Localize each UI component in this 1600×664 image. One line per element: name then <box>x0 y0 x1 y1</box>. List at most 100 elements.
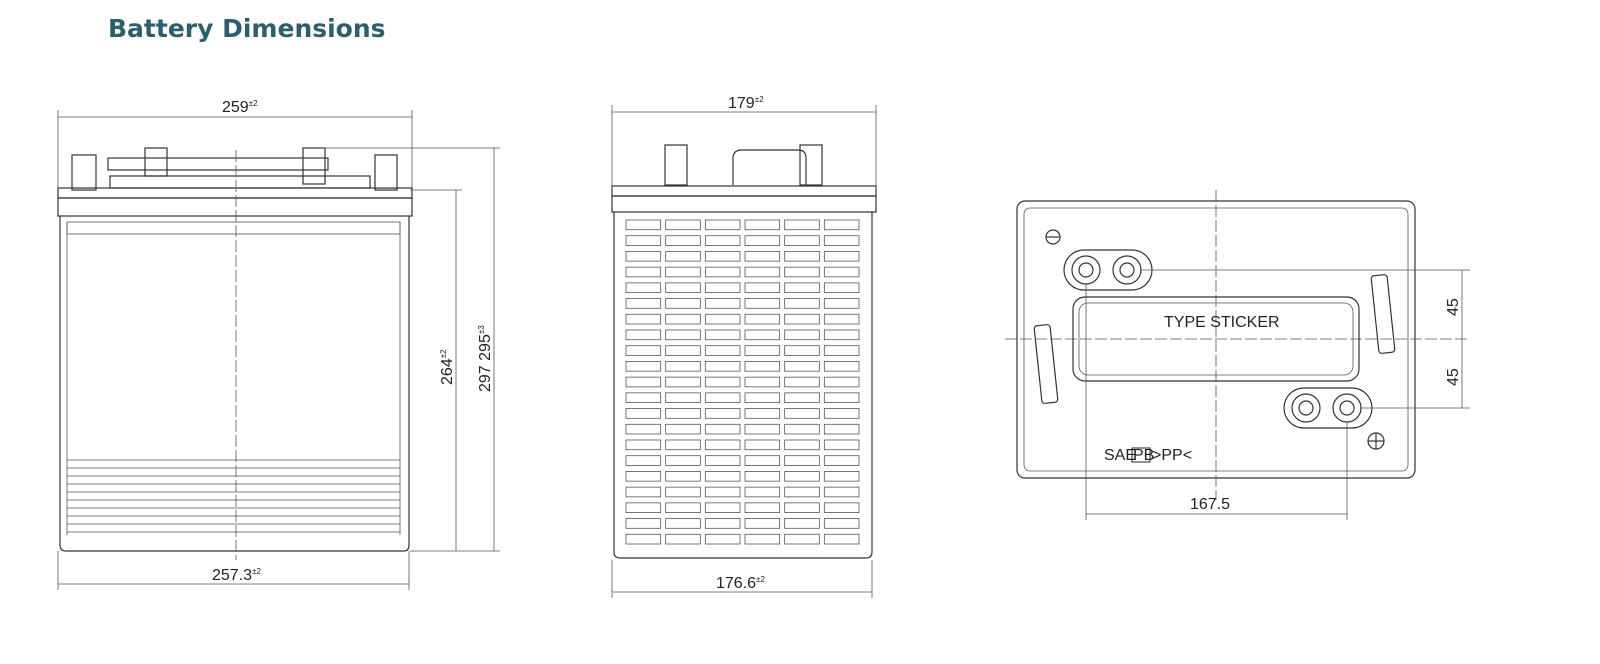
terminal-spacing: 167.5 <box>1190 496 1230 513</box>
side-rib-cell <box>704 423 741 435</box>
side-rib-cell <box>784 219 820 231</box>
side-rib-cell <box>823 235 860 246</box>
side-rib-cell <box>744 298 781 309</box>
side-rib-cell <box>823 313 860 325</box>
side-rib-cell <box>744 361 781 372</box>
side-rib-cell <box>665 266 701 278</box>
side-rib-cell <box>784 423 820 435</box>
side-rib-cell <box>665 408 701 419</box>
side-rib-cell <box>823 251 860 262</box>
side-rib-cell <box>823 266 860 278</box>
side-rib-cell <box>744 408 781 419</box>
side-rib-cell <box>625 439 662 451</box>
offset-lower: 45 <box>1445 368 1462 386</box>
side-rib-cell <box>744 329 781 341</box>
side-rib-cell <box>665 376 701 388</box>
side-rib-cell <box>704 408 741 419</box>
side-rib-cell <box>823 361 860 372</box>
side-rib-cell <box>784 313 820 325</box>
top-view: TYPE STICKER 45 45 167.5 SAE PB >PP< <box>1005 190 1470 520</box>
side-rib-cell <box>704 345 741 356</box>
side-rib-cell <box>744 486 781 498</box>
side-rib-cell <box>823 471 860 482</box>
marking-pb: PB <box>1133 447 1154 464</box>
side-rib-cell <box>704 361 741 372</box>
side-rib-cell <box>744 266 781 278</box>
side-rib-cell <box>665 298 701 309</box>
side-rib-cell <box>784 408 820 419</box>
side-rib-cell <box>744 423 781 435</box>
side-rib-cell <box>625 502 662 513</box>
side-rib-cell <box>784 502 820 513</box>
side-rib-cell <box>704 533 741 545</box>
page-title: Battery Dimensions <box>108 14 386 43</box>
side-rib-cell <box>665 486 701 498</box>
side-top-width: 179±2 <box>728 95 764 112</box>
side-rib-cell <box>704 266 741 278</box>
side-rib-cell <box>704 298 741 309</box>
side-rib-cell <box>625 251 662 262</box>
side-rib-cell <box>784 361 820 372</box>
side-bottom-width: 176.6±2 <box>716 575 765 592</box>
side-rib-cell <box>744 345 781 356</box>
side-rib-cell <box>665 502 701 513</box>
side-rib-cell <box>704 219 741 231</box>
side-rib-cell <box>704 502 741 513</box>
side-rib-cell <box>704 455 741 466</box>
side-rib-cell <box>704 282 741 293</box>
side-rib-cell <box>625 392 662 403</box>
side-rib-cell <box>744 392 781 403</box>
side-rib-cell <box>823 408 860 419</box>
side-rib-cell <box>784 486 820 498</box>
side-rib-cell <box>823 518 860 529</box>
side-rib-cell <box>784 455 820 466</box>
side-rib-cell <box>665 439 701 451</box>
side-rib-cell <box>704 471 741 482</box>
side-rib-cell <box>625 361 662 372</box>
side-rib-cell <box>625 329 662 341</box>
side-rib-cell <box>744 439 781 451</box>
side-rib-cell <box>665 251 701 262</box>
front-height-total: 297 295±3 <box>477 325 494 392</box>
side-rib-cell <box>704 313 741 325</box>
side-rib-cell <box>704 439 741 451</box>
side-rib-cell <box>744 313 781 325</box>
side-rib-cell <box>784 251 820 262</box>
side-rib-cell <box>625 376 662 388</box>
side-rib-cell <box>704 251 741 262</box>
side-rib-cell <box>625 471 662 482</box>
side-rib-cell <box>704 376 741 388</box>
side-rib-cell <box>744 455 781 466</box>
side-rib-cell <box>665 282 701 293</box>
side-rib-cell <box>823 282 860 293</box>
side-rib-cell <box>625 313 662 325</box>
side-rib-cell <box>744 219 781 231</box>
front-height-body: 264±2 <box>439 349 456 385</box>
side-rib-cell <box>744 376 781 388</box>
side-rib-cell <box>784 392 820 403</box>
side-rib-cell <box>823 439 860 451</box>
side-rib-cell <box>625 455 662 466</box>
side-rib-cell <box>823 392 860 403</box>
side-rib-cell <box>744 518 781 529</box>
side-rib-cell <box>784 518 820 529</box>
side-rib-cell <box>823 455 860 466</box>
side-rib-cell <box>625 345 662 356</box>
side-rib-cell <box>665 313 701 325</box>
marking-sae: SAE <box>1104 447 1136 464</box>
side-rib-cell <box>665 361 701 372</box>
side-rib-cell <box>784 345 820 356</box>
side-rib-cell <box>704 518 741 529</box>
side-rib-cell <box>704 329 741 341</box>
side-rib-cell <box>744 282 781 293</box>
side-rib-cell <box>784 266 820 278</box>
side-rib-cell <box>625 533 662 545</box>
side-rib-cell <box>665 392 701 403</box>
side-rib-cell <box>704 392 741 403</box>
side-rib-cell <box>665 471 701 482</box>
side-rib-cell <box>625 235 662 246</box>
side-rib-cell <box>784 298 820 309</box>
front-bottom-width: 257.3±2 <box>212 567 261 584</box>
side-rib-cell <box>625 486 662 498</box>
